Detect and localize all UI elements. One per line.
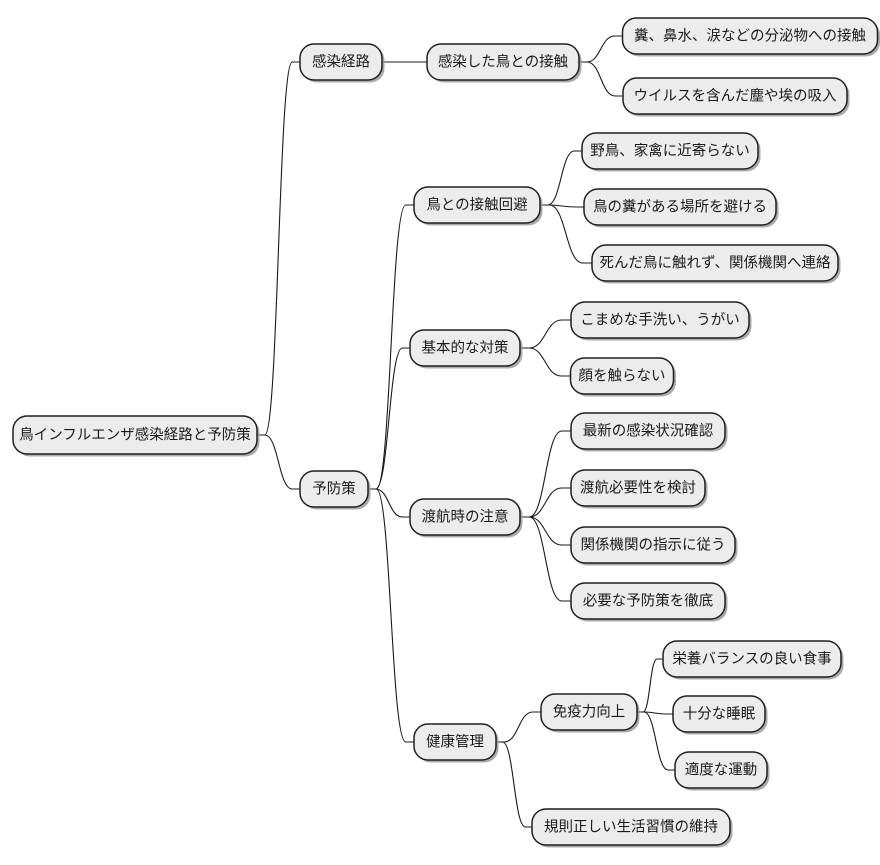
node-box[interactable]	[570, 469, 706, 507]
mindmap-root-node[interactable]: 鳥インフルエンザ感染経路と予防策	[12, 415, 260, 457]
node-box[interactable]	[409, 498, 521, 536]
node-label: ウイルスを含んだ塵や埃の吸入	[634, 87, 837, 105]
mindmap-node[interactable]: 死んだ鳥に触れず、関係機関へ連絡	[591, 244, 841, 284]
node-label: 野鳥、家禽に近寄らない	[590, 142, 750, 160]
mindmap-node[interactable]: 関係機関の指示に従う	[570, 526, 738, 566]
mindmap-node[interactable]: 感染経路	[299, 43, 385, 83]
mindmap-edge	[579, 61, 623, 97]
node-box[interactable]	[570, 412, 726, 450]
node-label: 鳥インフルエンザ感染経路と予防策	[19, 427, 251, 444]
node-label: 渡航必要性を検討	[580, 480, 696, 497]
mindmap-edge	[520, 430, 571, 518]
nodes-layer: 鳥インフルエンザ感染経路と予防策 感染経路 感染した鳥との接触 糞、鼻水、涙などの分泌…	[12, 17, 880, 848]
mindmap-node[interactable]: 栄養バランスの良い食事	[662, 640, 844, 680]
mindmap-node[interactable]: 規則正しい生活習慣の維持	[531, 808, 733, 848]
mindmap-edge	[520, 487, 571, 518]
node-box[interactable]	[570, 301, 750, 339]
mindmap-node[interactable]: 免疫力向上	[540, 693, 640, 733]
node-label: 鳥との接触回避	[426, 197, 528, 214]
mindmap-edge	[368, 488, 410, 518]
mindmap-edge	[520, 516, 571, 602]
node-label: 必要な予防策を徹底	[583, 593, 714, 610]
node-label: 関係機関の指示に従う	[581, 537, 726, 554]
mindmap-edge	[496, 741, 532, 828]
node-box[interactable]	[569, 357, 675, 395]
node-label: 死んだ鳥に触れず、関係機関へ連絡	[600, 255, 831, 272]
node-box[interactable]	[570, 582, 726, 620]
node-box[interactable]	[570, 526, 736, 564]
node-label: 予防策	[312, 481, 356, 498]
mindmap-edge	[368, 204, 414, 490]
mindmap-edge	[540, 204, 592, 264]
mindmap-edge	[540, 150, 582, 206]
node-box[interactable]	[426, 43, 580, 81]
node-label: 基本的な対策	[422, 340, 509, 357]
node-box[interactable]	[583, 188, 777, 226]
node-box[interactable]	[531, 808, 731, 846]
mindmap-edge	[637, 711, 675, 771]
mindmap-edge	[257, 61, 300, 436]
mindmap-node[interactable]: 健康管理	[413, 723, 499, 763]
node-box[interactable]	[413, 186, 541, 224]
node-box[interactable]	[299, 43, 383, 81]
node-label: 感染した鳥との接触	[438, 54, 569, 71]
node-box[interactable]	[413, 723, 497, 761]
mindmap-node[interactable]: 糞、鼻水、涙などの分泌物への接触	[621, 17, 880, 57]
mindmap-node[interactable]: 十分な睡眠	[672, 695, 768, 735]
node-label: 感染経路	[312, 54, 370, 71]
node-label: 鳥の糞がある場所を避ける	[593, 199, 767, 216]
mindmap-node[interactable]: 渡航必要性を検討	[570, 469, 708, 509]
mindmap-node[interactable]: 野鳥、家禽に近寄らない	[581, 132, 761, 172]
node-label: 規則正しい生活習慣の維持	[544, 818, 718, 836]
mindmap-edge	[257, 434, 300, 490]
node-box[interactable]	[12, 415, 258, 455]
edges-layer	[257, 35, 675, 828]
node-box[interactable]	[674, 751, 768, 789]
mindmap-node[interactable]: 感染した鳥との接触	[426, 43, 582, 83]
node-box[interactable]	[299, 470, 369, 508]
mindmap-edge	[579, 35, 623, 63]
node-box[interactable]	[409, 329, 521, 367]
mindmap-edge	[520, 319, 571, 349]
mindmap-node[interactable]: 顔を触らない	[569, 357, 677, 397]
node-box[interactable]	[662, 640, 842, 678]
node-label: 十分な睡眠	[683, 706, 756, 723]
mindmap-node[interactable]: ウイルスを含んだ塵や埃の吸入	[622, 77, 850, 117]
mindmap-node[interactable]: 適度な運動	[674, 751, 770, 791]
node-box[interactable]	[621, 17, 879, 55]
mindmap-node[interactable]: 鳥との接触回避	[413, 186, 543, 226]
mindmap-edge	[520, 516, 571, 546]
node-label: 栄養バランスの良い食事	[672, 650, 831, 668]
mindmap-node[interactable]: 予防策	[299, 470, 371, 510]
mindmap-edge	[637, 658, 663, 713]
node-box[interactable]	[622, 77, 848, 115]
node-label: 最新の感染状況確認	[583, 423, 714, 440]
mindmap-node[interactable]: 渡航時の注意	[409, 498, 523, 538]
node-box[interactable]	[591, 244, 839, 282]
node-label: こまめな手洗い、うがい	[580, 312, 740, 329]
node-label: 顔を触らない	[579, 368, 666, 385]
node-box[interactable]	[581, 132, 759, 170]
mindmap-node[interactable]: 最新の感染状況確認	[570, 412, 728, 452]
node-label: 適度な運動	[685, 761, 758, 779]
mindmap-edge	[496, 711, 541, 743]
node-box[interactable]	[672, 695, 766, 733]
mindmap-edge	[368, 347, 410, 490]
node-label: 糞、鼻水、涙などの分泌物への接触	[634, 27, 866, 45]
mindmap-node[interactable]: 必要な予防策を徹底	[570, 582, 728, 622]
node-label: 渡航時の注意	[422, 508, 509, 526]
mindmap-edge	[368, 488, 414, 743]
mindmap-node[interactable]: こまめな手洗い、うがい	[570, 301, 752, 341]
node-box[interactable]	[540, 693, 638, 731]
node-label: 健康管理	[426, 734, 484, 751]
mindmap-node[interactable]: 基本的な対策	[409, 329, 523, 369]
mindmap-node[interactable]: 鳥の糞がある場所を避ける	[583, 188, 779, 228]
mindmap-edge	[520, 347, 571, 377]
node-label: 免疫力向上	[553, 704, 626, 721]
